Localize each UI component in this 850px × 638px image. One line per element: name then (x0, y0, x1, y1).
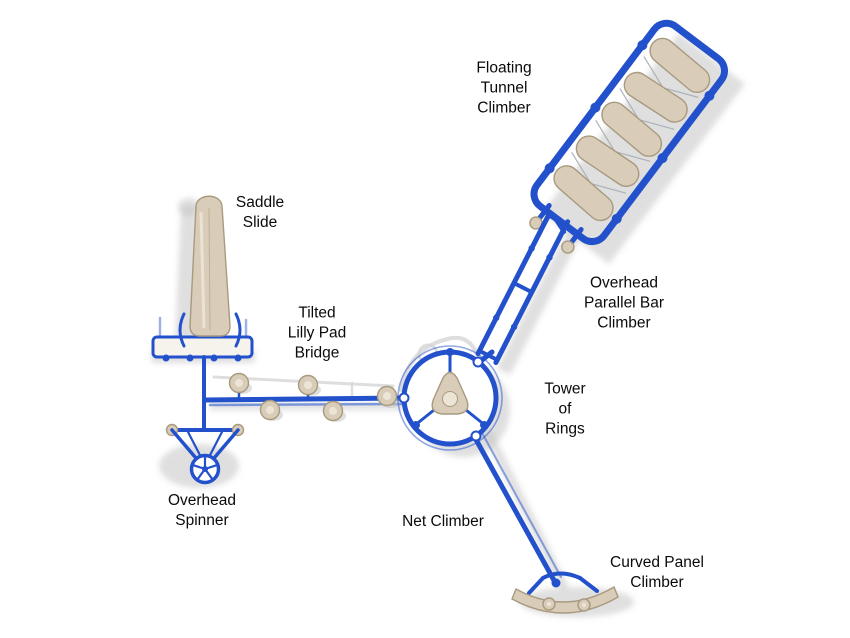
label-overhead-parallel-bar-climber: Overhead Parallel Bar Climber (583, 274, 665, 331)
tunnel-connector-knob (561, 240, 575, 254)
label-tower-of-rings: Tower of Rings (544, 380, 586, 437)
saddle-slide-graphic (151, 195, 254, 362)
tunnel-segment (575, 135, 640, 187)
label-saddle-slide: Saddle Slide (235, 194, 285, 231)
tunnel-segment (649, 37, 711, 94)
tunnel-segment (623, 71, 688, 123)
tunnel-segment (601, 101, 663, 157)
label-floating-tunnel-climber: Floating Tunnel Climber (476, 59, 532, 116)
net-climber-graphic (471, 430, 562, 587)
tunnel-segment (553, 165, 614, 222)
tower-of-rings-graphic (397, 345, 503, 451)
overhead-spinner-graphic (165, 355, 245, 485)
label-curved-panel-climber: Curved Panel Climber (610, 554, 704, 591)
floating-tunnel-climber-graphic (529, 19, 728, 254)
lilly-pad-bridge-graphic (203, 372, 411, 422)
label-tilted-lilly-pad-bridge: Tilted Lilly Pad Bridge (287, 304, 347, 361)
curved-panel-climber-graphic (511, 571, 619, 614)
label-overhead-spinner: Overhead Spinner (167, 492, 237, 529)
label-net-climber: Net Climber (402, 513, 484, 531)
parallel-bar-climber-graphic (475, 210, 571, 366)
